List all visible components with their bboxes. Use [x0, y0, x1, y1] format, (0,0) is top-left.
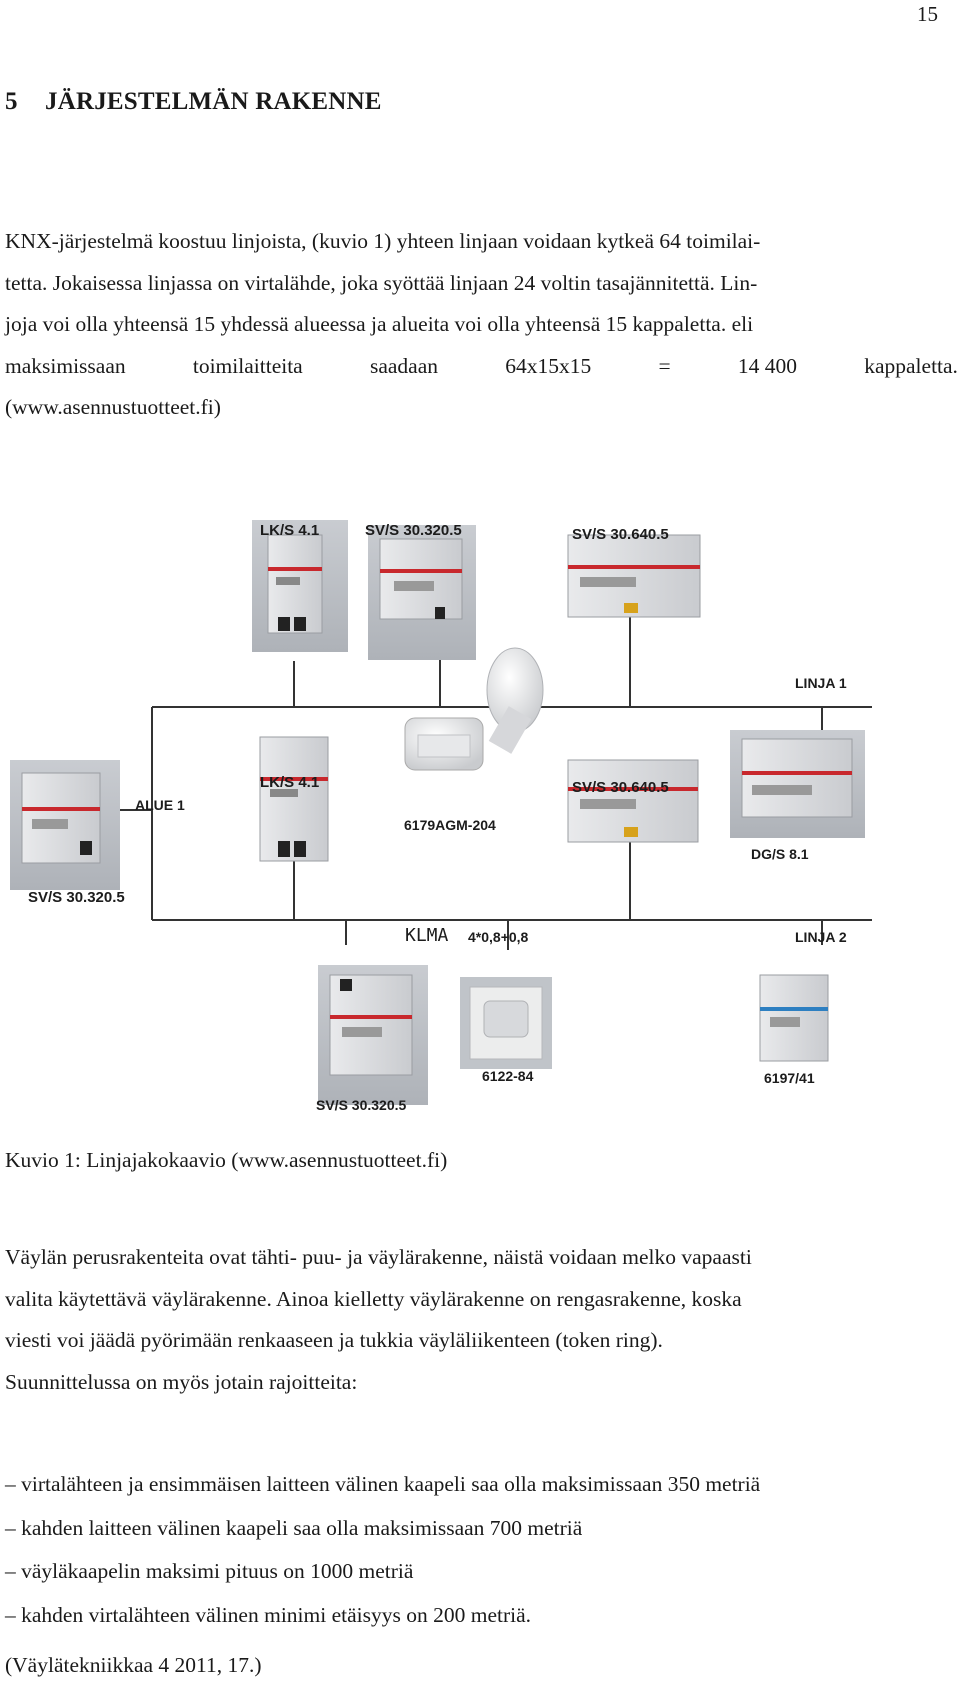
word: saadaan: [369, 353, 439, 378]
paragraph-line: joja voi olla yhteensä 15 yhdessä aluees…: [5, 312, 754, 336]
paragraph-line: tetta. Jokaisessa linjassa on virtalähde…: [5, 270, 758, 295]
device-sensor-6122: [460, 977, 552, 1069]
label-6197: 6197/41: [764, 1070, 815, 1086]
device-svs-320-top: [368, 525, 476, 660]
label-svs-top: SV/S 30.320.5: [365, 522, 462, 539]
paragraph-line: KNX-järjestelmä koostuu linjoista, (kuvi…: [5, 229, 761, 253]
label-lks-mid: LK/S 4.1: [260, 774, 319, 791]
page-number: 15: [917, 2, 938, 26]
paragraph-2: Väylän perusrakenteita ovat tähti- puu- …: [5, 1237, 958, 1403]
word: 14 400: [737, 353, 797, 378]
diagram-labels: LK/S 4.1 SV/S 30.320.5 SV/S 30.640.5 LIN…: [28, 522, 847, 1113]
label-lks-top: LK/S 4.1: [260, 522, 319, 539]
device-svs-640-top: [567, 534, 701, 618]
section-title: JÄRJESTELMÄN RAKENNE: [45, 88, 382, 115]
device-svs-640-mid: [567, 759, 699, 843]
list-item: – kahden laitteen välinen kaapeli saa ol…: [5, 1515, 583, 1540]
label-svs-bottom: SV/S 30.320.5: [316, 1097, 407, 1113]
word: =: [658, 353, 671, 378]
label-svs640-top: SV/S 30.640.5: [572, 526, 669, 543]
label-svs640-mid: SV/S 30.640.5: [572, 779, 669, 796]
label-dgs: DG/S 8.1: [751, 846, 809, 862]
word: kappaletta.: [864, 353, 958, 378]
list-item: – kahden virtalähteen välinen minimi etä…: [5, 1602, 532, 1627]
word: maksimissaan: [5, 353, 126, 378]
topology-diagram: LK/S 4.1 SV/S 30.320.5 SV/S 30.640.5 LIN…: [10, 520, 872, 1113]
paragraph-line: viesti voi jäädä pyörimään renkaaseen ja…: [5, 1328, 663, 1352]
section-heading: 5 JÄRJESTELMÄN RAKENNE: [5, 88, 382, 116]
device-lks-mid: [259, 736, 329, 862]
paragraph-line: Suunnittelussa on myös jotain rajoitteit…: [5, 1369, 358, 1394]
device-lks-top: [252, 520, 348, 652]
label-klma: KLMA: [405, 925, 449, 946]
label-alue1: ALUE 1: [135, 797, 185, 813]
label-klma-spec: 4*0,8+0,8: [468, 929, 529, 945]
label-linja1: LINJA 1: [795, 675, 847, 691]
label-sensor-top: 6179AGM-204: [404, 817, 496, 833]
device-sensor-6179: [404, 647, 544, 771]
paragraph-1: KNX-järjestelmä koostuu linjoista, (kuvi…: [5, 221, 958, 429]
device-svs-320-left: [10, 760, 120, 890]
device-svs-320-bottom: [318, 965, 428, 1105]
word: toimilaitteita: [192, 353, 303, 378]
device-6197: [759, 974, 829, 1062]
paragraph-line: (www.asennustuotteet.fi): [5, 395, 221, 419]
figure-caption: Kuvio 1: Linjajakokaavio (www.asennustuo…: [5, 1148, 448, 1172]
list-item: – virtalähteen ja ensimmäisen laitteen v…: [5, 1472, 761, 1496]
label-svs-left: SV/S 30.320.5: [28, 889, 125, 906]
label-linja2: LINJA 2: [795, 929, 847, 945]
citation: (Väylätekniikkaa 4 2011, 17.): [5, 1653, 262, 1677]
label-sensor-bottom: 6122-84: [482, 1068, 534, 1084]
section-number: 5: [5, 88, 18, 115]
word: 64x15x15: [505, 353, 592, 378]
list-item: – väyläkaapelin maksimi pituus on 1000 m…: [5, 1559, 414, 1583]
constraint-list: – virtalähteen ja ensimmäisen laitteen v…: [5, 1463, 760, 1637]
paragraph-line: valita käytettävä väylärakenne. Ainoa ki…: [5, 1286, 742, 1311]
paragraph-line-justified: maksimissaan toimilaitteita saadaan 64x1…: [5, 346, 958, 388]
device-dgs: [730, 730, 865, 838]
paragraph-line: Väylän perusrakenteita ovat tähti- puu- …: [5, 1245, 752, 1269]
